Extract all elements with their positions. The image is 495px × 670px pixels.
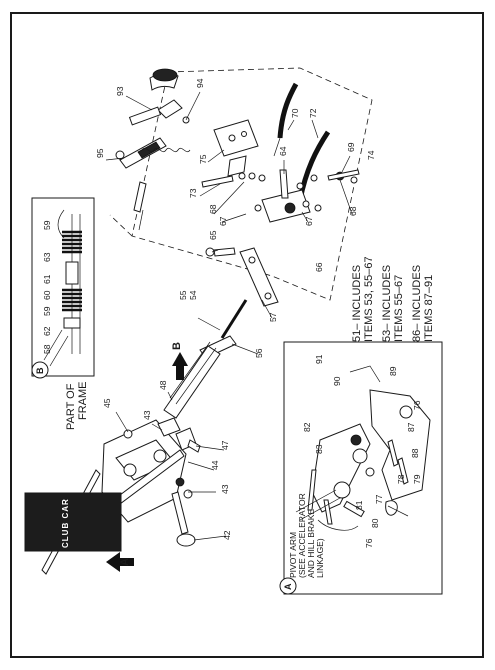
callout-c57: 57 (268, 312, 278, 322)
note-line-4: ITEMS 55–67 (393, 275, 405, 342)
detail-a (283, 341, 443, 595)
detail-a-marker: A (283, 583, 293, 590)
callout-c61: 61 (42, 274, 52, 284)
view-b-arrow-label: B (171, 342, 183, 350)
callout-c69: 69 (346, 142, 356, 152)
callout-c64: 64 (278, 146, 288, 156)
callout-c62: 62 (42, 326, 52, 336)
callout-c67b: 67 (304, 216, 314, 226)
callout-c43a: 43 (142, 410, 152, 420)
callout-c87: 87 (406, 422, 416, 432)
callout-c55: 55 (178, 290, 188, 300)
callout-c68b: 68 (348, 206, 358, 216)
bracket-75 (213, 119, 259, 177)
view-arrow-a (106, 552, 134, 572)
callout-c95: 95 (95, 148, 105, 158)
callout-c66: 66 (314, 262, 324, 272)
note-line-6: ITEMS 87–91 (423, 275, 435, 342)
detail-a-marker-circle (279, 577, 297, 595)
callout-c78: 78 (396, 474, 406, 484)
clevis-57 (205, 247, 279, 307)
callout-c45: 45 (102, 398, 112, 408)
callout-c42: 42 (222, 530, 232, 540)
callout-c91: 91 (314, 354, 324, 364)
note-line-3: 53– INCLUDES (381, 265, 393, 342)
callout-c48: 48 (158, 380, 168, 390)
detail-b-marker: B (35, 367, 45, 374)
frame-label-line2: FRAME (77, 382, 89, 421)
callout-c56: 56 (254, 348, 264, 358)
callout-c60: 60 (42, 290, 52, 300)
callout-c83: 83 (314, 444, 324, 454)
callout-c80: 80 (370, 518, 380, 528)
callout-c93: 93 (115, 86, 125, 96)
callout-c43b: 43 (220, 484, 230, 494)
callout-c65: 65 (208, 230, 218, 240)
detail-b-marker-circle (31, 361, 49, 379)
callout-c73: 73 (188, 188, 198, 198)
view-a-arrow-label: A (119, 558, 131, 566)
callout-c47: 47 (220, 440, 230, 450)
callout-c89: 89 (388, 366, 398, 376)
accelerator-pedal (24, 449, 185, 575)
rod-56 (163, 299, 248, 419)
callout-c59b: 59 (42, 306, 52, 316)
callout-c76b: 76 (364, 538, 374, 548)
callout-c76a: 76 (412, 400, 422, 410)
callout-c79: 79 (412, 474, 422, 484)
note-line-2: ITEMS 53, 55–67 (363, 256, 375, 342)
callout-c72: 72 (308, 108, 318, 118)
leader-lines (105, 91, 353, 541)
callout-c58: 58 (42, 344, 52, 354)
pivot-arm-label-line1: PIVOT ARM (288, 532, 298, 578)
pedal-brand: CLUB CAR (61, 498, 70, 548)
includes-notes: 51– INCLUDES ITEMS 53, 55–67 53– INCLUDE… (351, 256, 435, 342)
callout-c54: 54 (188, 290, 198, 300)
callout-c81: 81 (354, 500, 364, 510)
callout-c59a: 59 (42, 220, 52, 230)
pin-42 (171, 491, 196, 547)
detail-b (31, 197, 95, 377)
callout-c82: 82 (302, 422, 312, 432)
detail-b-leader (109, 214, 133, 237)
callout-c75: 75 (198, 154, 208, 164)
callout-c70: 70 (290, 108, 300, 118)
note-line-5: 86– INCLUDES (411, 265, 423, 342)
washers-68 (201, 169, 360, 190)
callout-c44: 44 (210, 460, 220, 470)
pivot-arm-label: PIVOT ARM (SEE ACCELERATOR AND HILL BRAK… (288, 493, 325, 578)
callout-c67a: 67 (218, 216, 228, 226)
callout-c77: 77 (374, 494, 384, 504)
pivot-arm-label-line4: LINKAGE) (315, 538, 325, 578)
frame-label-line1: PART OF (65, 383, 77, 430)
callout-c63: 63 (42, 252, 52, 262)
upper-rod-assembly (115, 68, 190, 231)
callout-c68a: 68 (208, 204, 218, 214)
callout-c94: 94 (195, 78, 205, 88)
note-line-1: 51– INCLUDES (351, 265, 363, 342)
callout-c88: 88 (410, 448, 420, 458)
spring-assembly (141, 147, 191, 153)
pivot-arm-label-line3: AND HILL BRAKE (306, 509, 316, 578)
callout-c90: 90 (332, 376, 342, 386)
pivot-arm-label-line2: (SEE ACCELERATOR (297, 493, 307, 578)
view-arrow-b (172, 352, 188, 380)
bracket-64 (254, 169, 322, 223)
callout-c74: 74 (366, 150, 376, 160)
diagram-border (10, 12, 484, 658)
